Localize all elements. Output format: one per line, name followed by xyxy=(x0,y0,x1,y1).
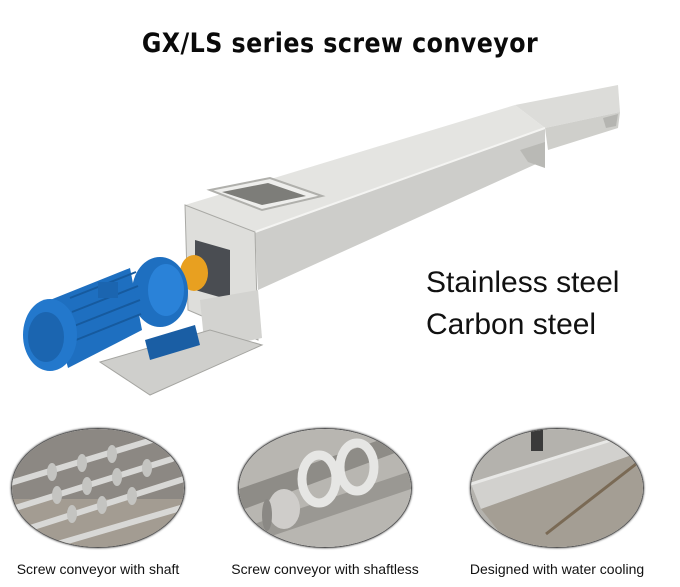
shafted-screw-photo xyxy=(11,428,185,548)
detail-shafted-screw: Screw conveyor with shaft xyxy=(3,428,193,577)
material-carbon-steel: Carbon steel xyxy=(426,308,597,341)
water-cooling-trough-photo xyxy=(470,428,644,548)
materials-list: Stainless steel Carbon steel xyxy=(426,262,619,346)
caption-water-cooling: Designed with water cooling xyxy=(469,561,645,577)
page-title: GX/LS series screw conveyor xyxy=(141,28,539,59)
caption-shafted-screw: Screw conveyor with shaft xyxy=(16,561,180,577)
caption-shaftless-screw: Screw conveyor with shaftless xyxy=(231,561,419,577)
detail-shaftless-screw: Screw conveyor with shaftless xyxy=(230,428,420,577)
screw-conveyor-illustration xyxy=(0,70,680,410)
detail-water-cooling: Designed with water cooling xyxy=(462,428,652,577)
material-stainless-steel: Stainless steel xyxy=(426,266,620,299)
shaftless-screw-photo xyxy=(238,428,412,548)
